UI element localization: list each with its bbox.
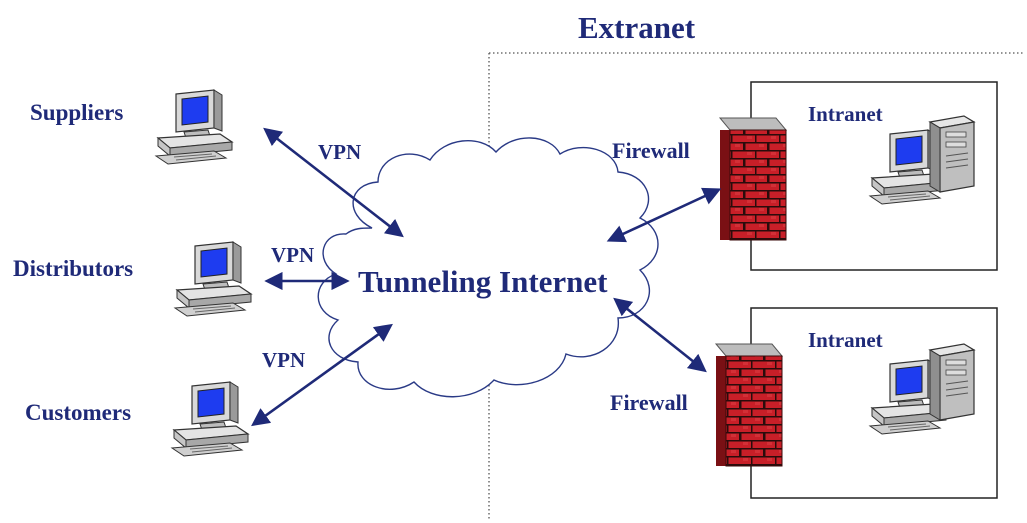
firewall-top-arrow [606, 187, 722, 243]
firewall-label-bottom: Firewall [610, 390, 688, 415]
intranet-top-server-icon [929, 115, 975, 193]
distributors-label: Distributors [13, 256, 134, 281]
firewall-top-brick-icon [719, 117, 787, 241]
vpn-label-suppliers: VPN [318, 140, 362, 164]
intranet-label-top: Intranet [808, 102, 883, 126]
firewall-bottom-brick-icon [715, 343, 783, 467]
intranet-label-bottom: Intranet [808, 328, 883, 352]
firewall-bottom-arrow [613, 297, 707, 373]
suppliers-label: Suppliers [30, 100, 124, 125]
vpn-label-distributors: VPN [271, 243, 315, 267]
firewall-label-top: Firewall [612, 138, 690, 163]
customers-label: Customers [25, 400, 132, 425]
extranet-boundary [488, 52, 1023, 521]
suppliers-computer-icon [155, 89, 233, 165]
customers-computer-icon [171, 381, 249, 457]
cloud-label: Tunneling Internet [358, 264, 608, 299]
customers-vpn-arrow [251, 323, 393, 427]
suppliers-vpn-arrow [263, 127, 404, 238]
diagram-title: Extranet [578, 10, 696, 45]
intranet-bottom-server-icon [929, 343, 975, 421]
distributors-computer-icon [174, 241, 252, 317]
vpn-label-customers: VPN [262, 348, 306, 372]
